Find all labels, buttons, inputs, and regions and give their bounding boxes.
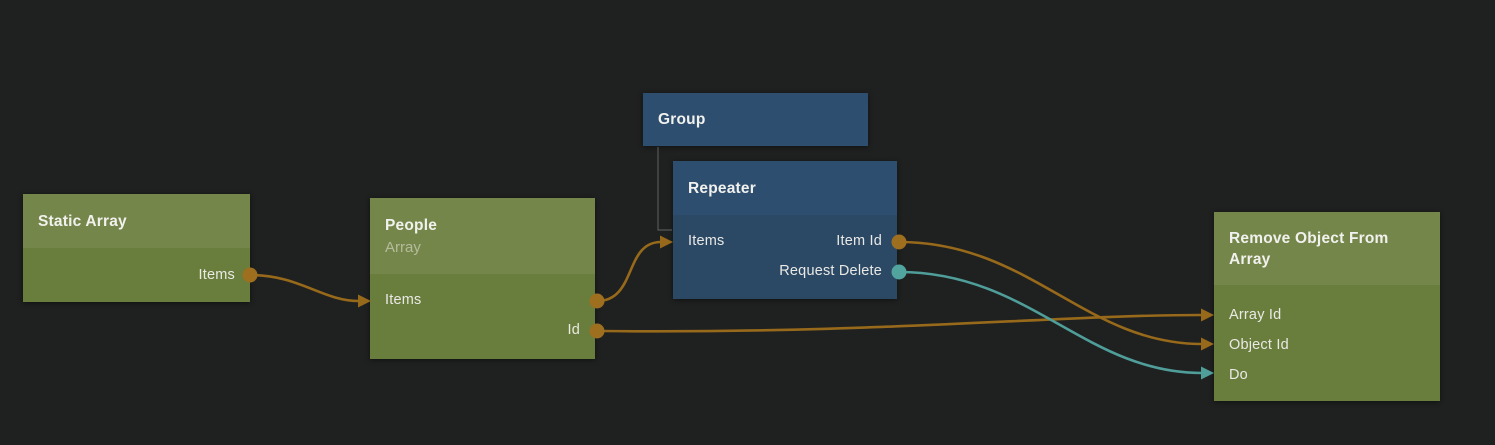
node-subtitle: Array xyxy=(385,238,421,256)
port-items-input[interactable]: Items xyxy=(385,292,422,308)
connection-wire[interactable] xyxy=(898,270,1203,375)
port-row: Id xyxy=(370,315,595,345)
port-array-id-input[interactable]: Array Id xyxy=(1229,307,1282,323)
port-row: Request Delete xyxy=(673,256,897,286)
port-id-output[interactable]: Id xyxy=(567,322,580,338)
connection-arrowhead-icon xyxy=(660,235,673,249)
port-items-input[interactable]: Items xyxy=(688,233,725,249)
port-row: Do xyxy=(1214,360,1440,390)
port-row: Items Item Id xyxy=(673,226,897,256)
node-remove-object-from-array[interactable]: Remove Object From Array Array Id Object… xyxy=(1214,212,1440,401)
node-body: Items Id xyxy=(370,274,595,359)
connection-wire[interactable] xyxy=(249,273,360,303)
node-header[interactable]: People Array xyxy=(370,198,595,274)
port-object-id-input[interactable]: Object Id xyxy=(1229,337,1289,353)
port-row: Items xyxy=(370,285,595,315)
connection-wire[interactable] xyxy=(898,240,1203,346)
connection-wire[interactable] xyxy=(596,313,1203,333)
node-title: People xyxy=(385,216,438,234)
node-group[interactable]: Group xyxy=(643,93,868,146)
connection-arrowhead-icon xyxy=(1201,308,1214,322)
node-body: Array Id Object Id Do xyxy=(1214,285,1440,401)
node-title: Repeater xyxy=(688,179,756,197)
node-header[interactable]: Repeater xyxy=(673,161,897,215)
node-header[interactable]: Static Array xyxy=(23,194,250,248)
port-do-input[interactable]: Do xyxy=(1229,367,1248,383)
node-body: Items Item Id Request Delete xyxy=(673,215,897,299)
port-request-delete-output[interactable]: Request Delete xyxy=(779,263,882,279)
port-row: Array Id xyxy=(1214,300,1440,330)
port-row: Items xyxy=(23,260,250,290)
node-body: Items xyxy=(23,248,250,302)
connection-arrowhead-icon xyxy=(1201,337,1214,351)
node-title: Remove Object From Array xyxy=(1229,229,1389,268)
node-static-array[interactable]: Static Array Items xyxy=(23,194,250,302)
node-header[interactable]: Remove Object From Array xyxy=(1214,212,1440,285)
connection-arrowhead-icon xyxy=(1201,366,1214,380)
port-items-output[interactable]: Items xyxy=(198,267,235,283)
group-child-link-line xyxy=(657,147,672,231)
port-item-id-output[interactable]: Item Id xyxy=(836,233,882,249)
connection-wire[interactable] xyxy=(596,240,662,303)
node-people[interactable]: People Array Items Id xyxy=(370,198,595,359)
node-title: Group xyxy=(658,111,706,128)
node-header[interactable]: Group xyxy=(643,93,868,146)
node-repeater[interactable]: Repeater Items Item Id Request Delete xyxy=(673,161,897,299)
port-row: Object Id xyxy=(1214,330,1440,360)
node-title: Static Array xyxy=(38,212,127,230)
